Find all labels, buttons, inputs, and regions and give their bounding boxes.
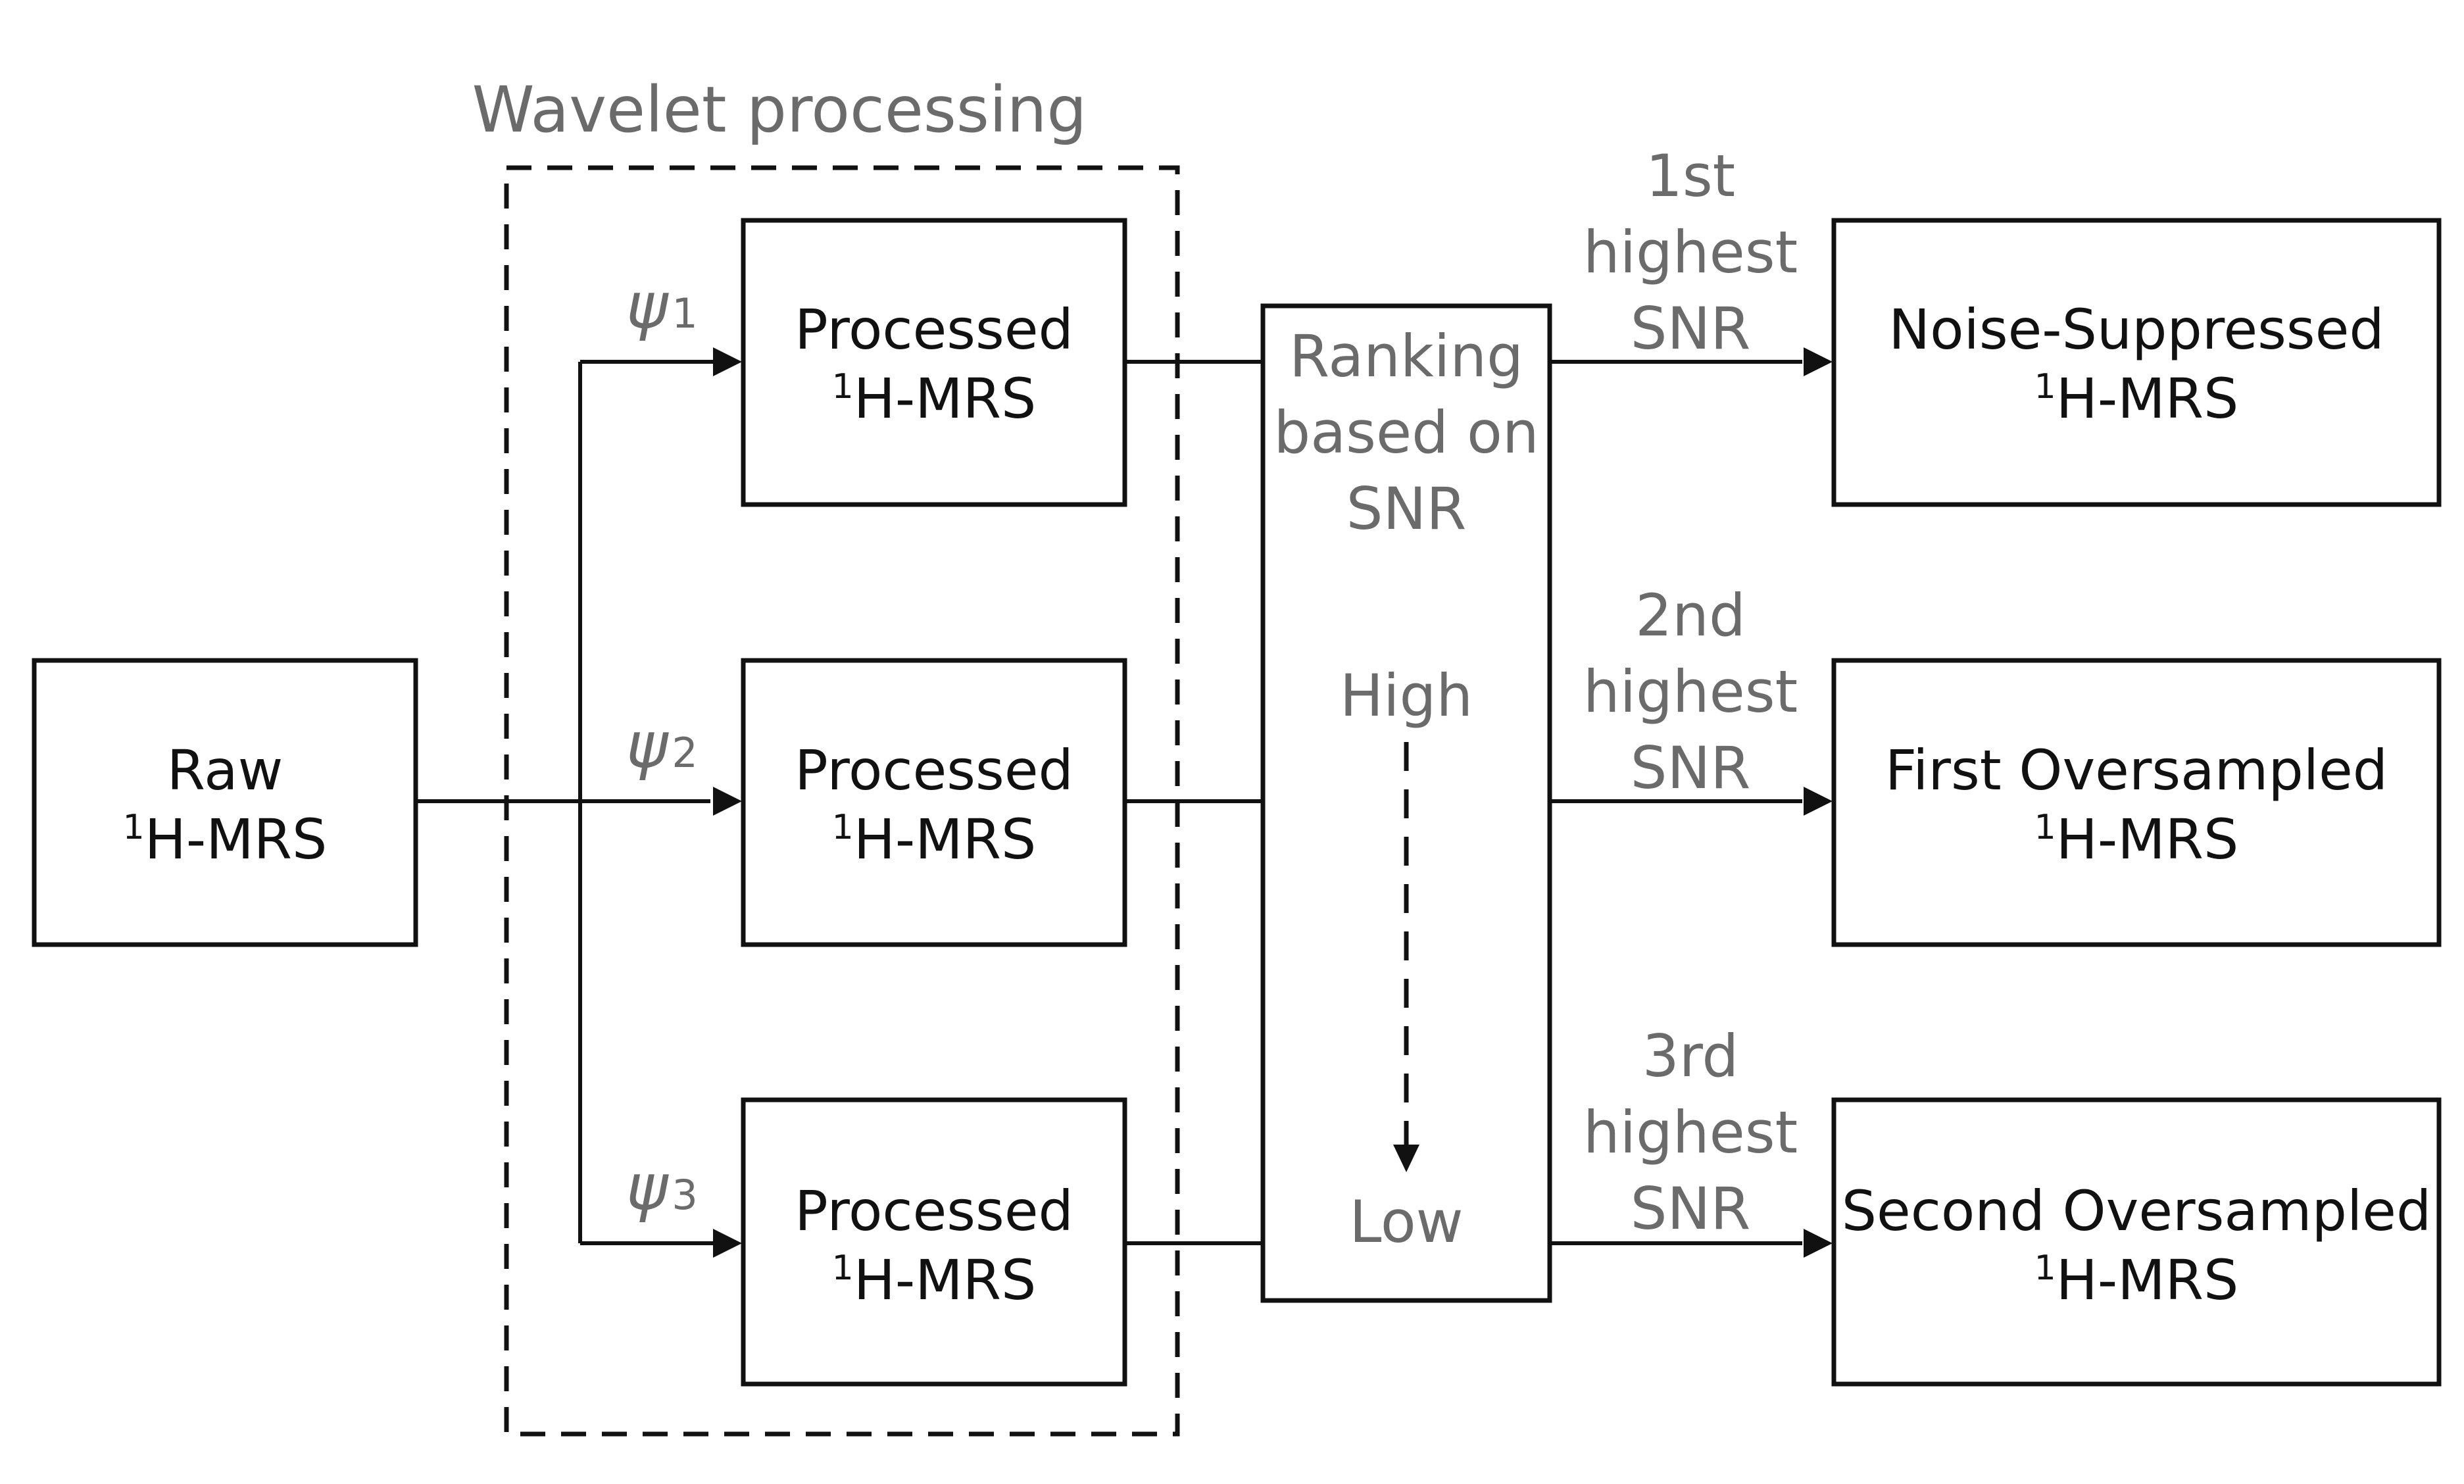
ranking-high-label: High xyxy=(1340,662,1473,730)
output-box-first-oversampled xyxy=(1831,658,2442,947)
processed-mrs-label-3: Processed xyxy=(795,1179,1073,1243)
arrowhead-output-1 xyxy=(1804,347,1833,376)
wavelet-psi2-label: ψ2 xyxy=(626,708,698,782)
output-sublabel-second-oversampled: 1H-MRS xyxy=(2034,1248,2239,1312)
rank-label-3-line-2: highest xyxy=(1583,1099,1798,1166)
output-label-second-oversampled: Second Oversampled xyxy=(1842,1179,2432,1243)
arrowhead-output-2 xyxy=(1804,787,1833,816)
ranking-title-line-3: SNR xyxy=(1346,475,1467,543)
rank-label-2-line-3: SNR xyxy=(1631,734,1751,802)
ranking-low-label: Low xyxy=(1349,1188,1463,1256)
processed-mrs-label-1: Processed xyxy=(795,297,1073,362)
processed-mrs-sublabel-2: 1H-MRS xyxy=(832,807,1037,872)
output-sublabel-first-oversampled: 1H-MRS xyxy=(2034,807,2239,872)
ranking-title-line-1: Ranking xyxy=(1289,322,1523,390)
arrowhead-output-3 xyxy=(1804,1229,1833,1258)
processed-mrs-sublabel-1: 1H-MRS xyxy=(832,366,1037,431)
rank-label-2-line-2: highest xyxy=(1583,658,1798,726)
raw-mrs-box xyxy=(32,658,418,947)
rank-label-2-line-1: 2nd xyxy=(1635,581,1746,649)
wavelet-psi1-label: ψ1 xyxy=(626,269,698,343)
processed-mrs-box-2 xyxy=(741,658,1127,947)
arrowhead-psi1 xyxy=(713,347,742,376)
arrowhead-psi3 xyxy=(713,1229,742,1258)
output-box-second-oversampled xyxy=(1831,1097,2442,1387)
output-label-first-oversampled: First Oversampled xyxy=(1885,738,2388,803)
output-label-noise-suppressed: Noise-Suppressed xyxy=(1888,297,2384,362)
rank-label-3-line-3: SNR xyxy=(1631,1175,1751,1243)
processed-mrs-box-1 xyxy=(741,218,1127,507)
wavelet-psi3-label: ψ3 xyxy=(626,1150,698,1224)
rank-label-1-line-3: SNR xyxy=(1631,295,1751,362)
processed-mrs-box-3 xyxy=(741,1097,1127,1387)
wavelet-processing-label: Wavelet processing xyxy=(472,73,1087,147)
rank-label-1-line-1: 1st xyxy=(1646,142,1735,210)
ranking-order-arrowhead xyxy=(1393,1145,1419,1172)
output-sublabel-noise-suppressed: 1H-MRS xyxy=(2034,366,2239,431)
rank-label-3-line-1: 3rd xyxy=(1642,1022,1738,1090)
rank-label-1-line-2: highest xyxy=(1583,218,1798,286)
output-box-noise-suppressed xyxy=(1831,218,2442,507)
processed-mrs-label-2: Processed xyxy=(795,738,1073,803)
raw-mrs-sublabel: 1H-MRS xyxy=(123,807,328,872)
ranking-title-line-2: based on xyxy=(1273,399,1539,466)
processed-mrs-sublabel-3: 1H-MRS xyxy=(832,1248,1037,1312)
raw-mrs-label: Raw xyxy=(167,738,283,803)
arrowhead-psi2 xyxy=(713,787,742,816)
